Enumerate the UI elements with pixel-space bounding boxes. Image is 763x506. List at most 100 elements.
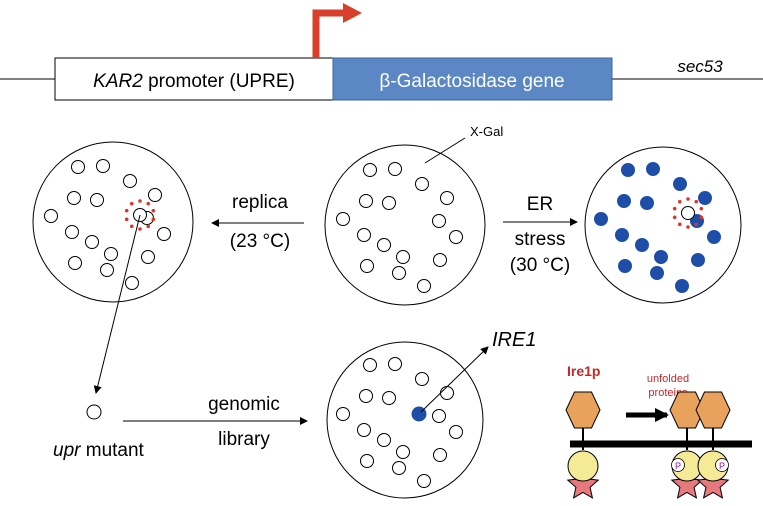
colony [360, 454, 374, 468]
colony [123, 174, 137, 188]
kinase-domain [567, 450, 599, 482]
colony [382, 196, 396, 210]
colony [417, 279, 431, 293]
colony [377, 433, 391, 447]
colony [432, 214, 446, 228]
colony [621, 163, 635, 177]
non-induced-colony [681, 206, 695, 220]
marker-dot [129, 201, 134, 206]
marker-dot [151, 208, 156, 213]
colony [432, 409, 446, 423]
lumenal-domain-hexagon [669, 391, 705, 429]
colony [396, 445, 410, 459]
marker-dot [694, 199, 699, 204]
marker-dot [686, 197, 690, 201]
colony [100, 263, 114, 277]
marker-dot [129, 224, 134, 229]
stressed-colony-marker [672, 197, 704, 229]
colony [417, 474, 431, 488]
lumenal-domain-hexagon [695, 391, 731, 429]
xgal-leader-line [424, 137, 466, 164]
master-plate [324, 144, 486, 306]
ire1p-dimer-left: P [669, 391, 705, 499]
marker-dot [151, 217, 156, 222]
plate-dish [32, 141, 194, 303]
promoter-label: KAR2 promoter (UPRE) [93, 71, 295, 92]
colony [90, 193, 104, 207]
colony [336, 212, 350, 226]
colony [449, 230, 463, 244]
colony [68, 256, 82, 270]
colony [433, 448, 447, 462]
plate-dish [584, 146, 742, 304]
colony [388, 162, 402, 176]
ire1p-dimer-right: P [695, 391, 731, 499]
colony [357, 228, 371, 242]
colony [618, 259, 632, 273]
genomic-label: genomic [208, 394, 280, 415]
colony [594, 212, 608, 226]
ire1-gene-label: IRE1 [492, 329, 536, 351]
colony [396, 250, 410, 264]
lumenal-domain-hexagon [565, 391, 601, 429]
colony [357, 423, 371, 437]
colony [440, 191, 454, 205]
colony [440, 386, 454, 400]
replica-temp-label: (23 °C) [230, 231, 290, 252]
marker-dot [699, 215, 704, 220]
colony [104, 247, 118, 261]
colony [336, 407, 350, 421]
transcription-start-arrow-icon [312, 3, 362, 58]
marker-dot [124, 208, 129, 213]
colony [654, 250, 668, 264]
marker-dot [694, 222, 699, 227]
colony [392, 461, 406, 475]
colony [67, 191, 81, 205]
colony [65, 225, 79, 239]
unfolded-label: unfolded [647, 373, 689, 385]
rnase-domain-star [696, 467, 730, 499]
upr-mutant-rest: mutant [80, 440, 144, 461]
strain-label: sec53 [677, 57, 723, 76]
marker-dot [672, 206, 677, 211]
stress-plate [584, 146, 742, 304]
plate-dish [324, 144, 486, 306]
colony [363, 358, 377, 372]
marker-dot [138, 227, 142, 231]
colony [141, 250, 155, 264]
colony [382, 391, 396, 405]
replica-plate [32, 141, 194, 303]
colony [650, 266, 664, 280]
ire1p-label: Ire1p [567, 363, 600, 379]
gene-label: β-Galactosidase gene [379, 71, 564, 92]
colony [640, 196, 654, 210]
colony [125, 276, 139, 290]
marker-dot [146, 224, 151, 229]
complementing-clone-arrow [420, 346, 489, 413]
colony [673, 177, 687, 191]
promoter-box [54, 57, 334, 101]
colony [157, 227, 171, 241]
colony [635, 238, 649, 252]
colony [363, 163, 377, 177]
colony [415, 177, 429, 191]
phosphate-badge [671, 458, 685, 472]
marker-dot [677, 222, 682, 227]
plate-dish [326, 341, 484, 499]
rescue-plate [326, 341, 484, 499]
colony [707, 230, 721, 244]
upr-mutant-colony [86, 404, 102, 420]
colony [675, 279, 689, 293]
phosphate-label: P [675, 461, 681, 471]
colony [360, 259, 374, 273]
upr-gene-name: upr [53, 440, 81, 461]
phosphate-label: P [719, 461, 725, 471]
replica-label: replica [232, 192, 288, 213]
agar-plates [32, 141, 742, 499]
marker-dot [124, 217, 129, 222]
colony [449, 425, 463, 439]
colony [615, 228, 629, 242]
colony [44, 209, 58, 223]
